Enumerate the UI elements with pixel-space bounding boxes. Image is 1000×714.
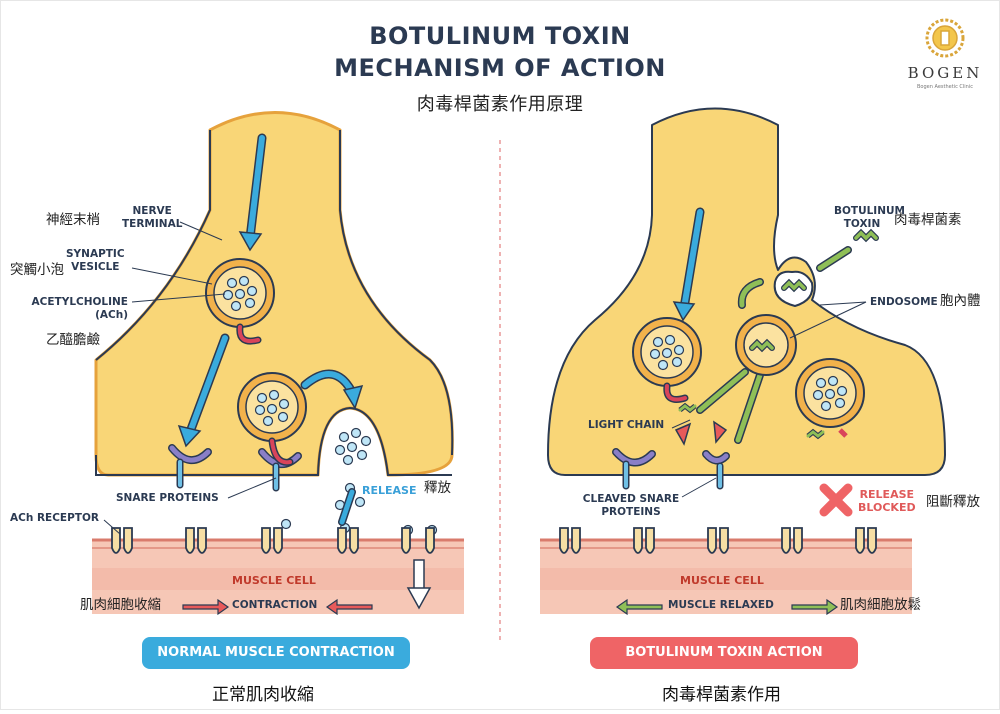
release-blocked-icon xyxy=(819,483,853,517)
fusion-arrow-left xyxy=(300,369,364,410)
label-synaptic-vesicle: SYNAPTIC VESICLE xyxy=(66,248,125,273)
label-release-blocked: RELEASE BLOCKED xyxy=(858,488,916,514)
label-ach-receptor: ACh RECEPTOR xyxy=(10,512,99,524)
caption-toxin-zh: 肉毒桿菌素作用 xyxy=(662,685,781,705)
title-zh: 肉毒桿菌素作用原理 xyxy=(416,94,584,115)
snare-proteins-right xyxy=(612,448,730,490)
title-line-2: MECHANISM OF ACTION xyxy=(334,54,666,82)
snare-proteins-left xyxy=(168,437,302,492)
logo-name: BOGEN xyxy=(907,64,983,82)
label-acetylcholine-zh: 乙醯膽鹼 xyxy=(46,332,100,348)
leader-lines-right xyxy=(671,301,867,498)
toxin-arrows-green xyxy=(696,246,852,444)
label-release: RELEASE xyxy=(362,484,417,497)
label-acetylcholine: ACETYLCHOLINE (ACh) xyxy=(31,296,128,321)
label-botulinum-toxin-zh: 肉毒桿菌素 xyxy=(894,212,962,228)
title-line-1: BOTULINUM TOXIN xyxy=(369,22,631,50)
label-muscle-relaxed-zh: 肌肉細胞放鬆 xyxy=(840,597,921,613)
label-muscle-relaxed: MUSCLE RELAXED xyxy=(668,599,774,611)
transport-arrow-left-1 xyxy=(238,133,267,252)
logo-tagline: Bogen Aesthetic Clinic xyxy=(917,84,973,90)
caption-normal-zh: 正常肌肉收縮 xyxy=(212,685,314,705)
logo-emblem-icon xyxy=(925,18,965,58)
label-synaptic-vesicle-zh: 突觸小泡 xyxy=(10,262,64,278)
label-endosome: ENDOSOME xyxy=(870,296,938,308)
transport-arrow-left-2 xyxy=(177,333,230,448)
label-endosome-zh: 胞內體 xyxy=(940,293,981,309)
label-release-blocked-zh: 阻斷釋放 xyxy=(926,494,980,510)
bogen-logo: BOGEN Bogen Aesthetic Clinic xyxy=(900,14,990,94)
ion-flow-arrow xyxy=(406,559,432,610)
label-contraction-zh: 肌肉細胞收縮 xyxy=(80,597,161,613)
release-arrow-left xyxy=(338,488,356,526)
label-release-zh: 釋放 xyxy=(424,480,451,496)
panel-label-normal: NORMAL MUSCLE CONTRACTION xyxy=(142,637,410,669)
label-botulinum-toxin: BOTULINUM TOXIN xyxy=(834,205,905,230)
synaptic-vesicle-right-2 xyxy=(795,358,865,428)
leader-lines-left xyxy=(103,221,277,535)
ach-receptors-right xyxy=(559,527,877,554)
ach-receptors-left xyxy=(111,527,435,554)
endosome xyxy=(735,314,797,376)
label-snare-proteins: SNARE PROTEINS xyxy=(116,492,219,504)
label-light-chain: LIGHT CHAIN xyxy=(588,419,665,431)
label-contraction: CONTRACTION xyxy=(232,599,318,611)
relaxed-arrows xyxy=(615,598,839,616)
label-cleaved-snare: CLEAVED SNARE PROTEINS xyxy=(582,493,680,518)
transport-arrow-right xyxy=(672,207,705,322)
synaptic-vesicle-left-top xyxy=(205,258,275,345)
synaptic-vesicle-left-docking xyxy=(237,372,307,442)
label-muscle-cell-left: MUSCLE CELL xyxy=(232,574,316,587)
label-nerve-terminal: NERVE TERMINAL xyxy=(122,205,183,230)
label-nerve-terminal-zh: 神經末梢 xyxy=(46,212,100,228)
panel-label-toxin: BOTULINUM TOXIN ACTION xyxy=(590,637,858,669)
synaptic-vesicle-right-1 xyxy=(632,317,702,403)
contraction-arrows xyxy=(182,598,373,616)
label-muscle-cell-right: MUSCLE CELL xyxy=(680,574,764,587)
fusion-pocket-left xyxy=(334,427,372,466)
